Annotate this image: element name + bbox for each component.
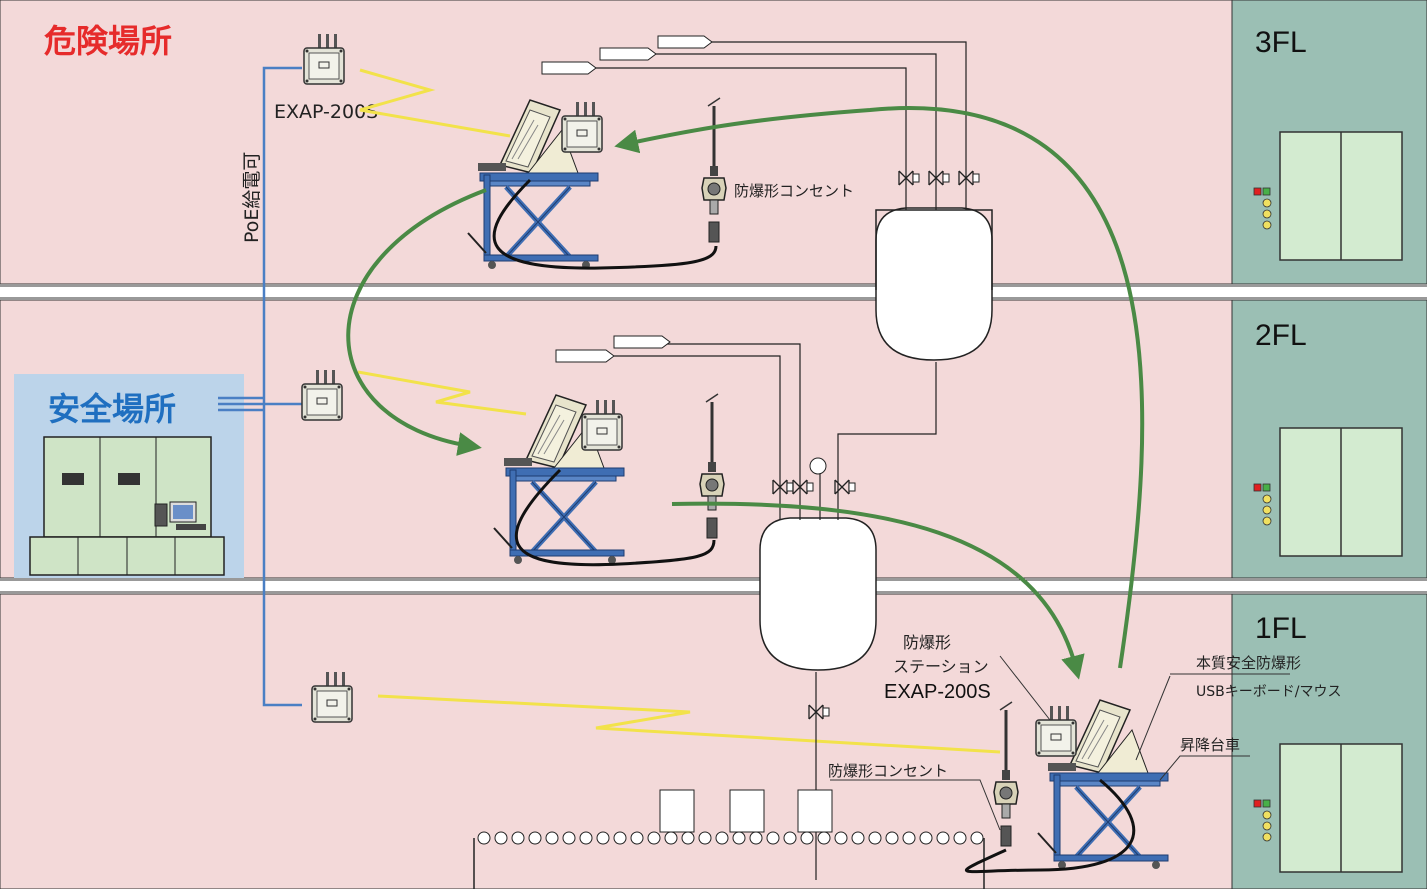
network-cable [218,66,302,707]
safe-area-title: 安全場所 [48,390,176,428]
floor-label-1fl: 1FL [1255,612,1307,645]
station-label-line3: EXAP-200S [884,681,991,703]
outlet-label-1fl: 防爆形コンセント [828,762,948,780]
floor-label-2fl: 2FL [1255,319,1307,352]
tank-icon [759,517,877,671]
computer-icon [154,501,206,530]
conveyor-icon [473,789,985,889]
wireless-signal [357,68,1001,754]
keyboard-label-line2: USBキーボード/マウス [1196,684,1341,700]
keyboard-label-line1: 本質安全防爆形 [1196,654,1301,672]
lift-cart-label: 昇降台車 [1180,736,1240,754]
tank-icon [875,207,993,361]
station-label-line2: ステーション [893,657,989,676]
exap-label-3fl: EXAP-200S [274,101,378,123]
station-label-line1: 防爆形 [903,633,951,652]
outlet-label-3fl: 防爆形コンセント [734,182,854,200]
floor-label-3fl: 3FL [1255,26,1307,59]
hazardous-area-title: 危険場所 [44,22,172,60]
poe-label: PoE給電可 [241,152,263,243]
